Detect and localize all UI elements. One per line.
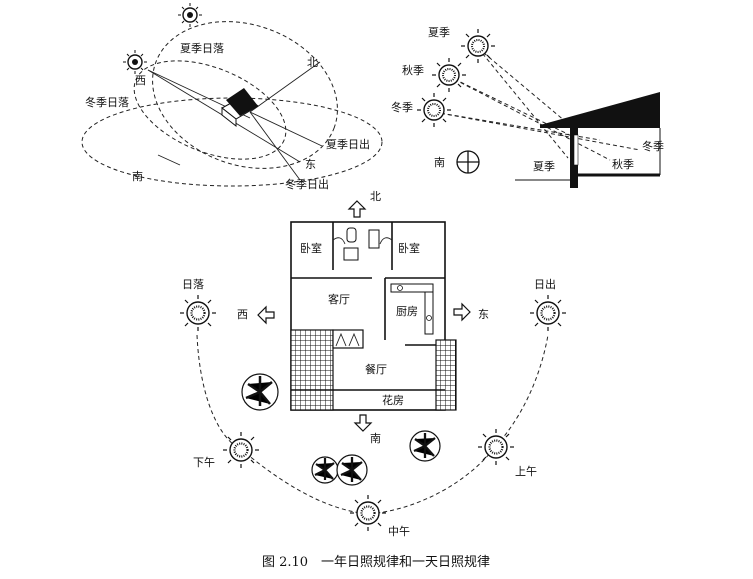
winter-sunrise-line xyxy=(249,111,301,181)
south-arrow-icon xyxy=(353,414,373,432)
winter-orbit xyxy=(133,60,287,160)
sink-icon xyxy=(426,315,432,321)
summer-ray-2 xyxy=(477,47,569,159)
morning-label: 上午 xyxy=(515,465,537,478)
tree-icon xyxy=(409,430,441,462)
summer-ray xyxy=(477,47,579,133)
fireplace-mark xyxy=(335,332,360,347)
noon-label: 中午 xyxy=(388,525,410,538)
grid-patio-right xyxy=(435,339,457,411)
sun-path-arc xyxy=(196,334,549,515)
summer-bottom-label: 夏季 xyxy=(533,160,555,173)
north-axis xyxy=(249,61,321,113)
south-label: 南 xyxy=(132,170,143,183)
kitchen-counter xyxy=(424,291,434,335)
winter-sunset-label: 冬季日落 xyxy=(85,95,129,109)
east-arrow-icon xyxy=(453,302,471,322)
house-icon xyxy=(221,88,259,128)
autumn-label: 秋季 xyxy=(402,63,424,77)
west-label: 西 xyxy=(135,74,146,87)
sunrise-label: 日出 xyxy=(534,277,556,291)
south-leader xyxy=(157,154,181,166)
tree-icon xyxy=(336,454,368,486)
toilet-icon xyxy=(346,227,357,243)
east-label: 东 xyxy=(305,158,316,171)
stove-icon xyxy=(397,285,403,291)
south-label: 南 xyxy=(434,156,445,169)
summer-label: 夏季 xyxy=(428,26,450,39)
sunset-label: 日落 xyxy=(182,278,204,291)
kitchen-counter xyxy=(390,283,434,293)
north-arrow-icon xyxy=(347,200,367,218)
tree-icon xyxy=(241,373,279,411)
north-label: 北 xyxy=(307,56,318,69)
winter-label: 冬季 xyxy=(391,100,413,114)
south-dir-label: 南 xyxy=(370,432,381,445)
room-label: 客厅 xyxy=(328,292,350,306)
summer-orbit xyxy=(152,21,338,169)
compass-icon xyxy=(456,150,480,174)
room-label: 卧室 xyxy=(300,241,322,255)
window-section xyxy=(573,134,579,166)
roof-section xyxy=(540,92,660,128)
day-panel: 北 南 西 东 xyxy=(180,190,566,538)
winter-sunrise-label: 冬季日出 xyxy=(285,177,329,191)
sun-icon xyxy=(350,495,386,531)
year-orbit-panel: 夏季日落 北 西 冬季日落 夏季日出 东 南 冬季日出 xyxy=(81,3,383,191)
sun-icon xyxy=(178,3,202,27)
room-label: 卧室 xyxy=(398,241,420,255)
season-angle-panel: 夏季 秋季 冬季 南 冬季 夏季 秋季 xyxy=(391,26,664,188)
sun-icon xyxy=(223,432,259,468)
afternoon-label: 下午 xyxy=(193,456,215,469)
sun-icon xyxy=(478,429,514,465)
summer-sunrise-line xyxy=(249,111,323,147)
winter-right-label: 冬季 xyxy=(642,139,664,153)
outer-wall xyxy=(290,221,446,411)
sun-icon xyxy=(180,295,216,331)
sun-icon xyxy=(417,93,451,127)
sun-icon xyxy=(432,58,466,92)
summer-sunrise-label: 夏季日出 xyxy=(326,137,370,151)
sink-icon xyxy=(343,247,359,261)
figure-caption: 图 2.10 一年日照规律和一天日照规律 xyxy=(262,555,490,570)
sun-icon xyxy=(123,50,147,74)
west-dir-label: 西 xyxy=(237,308,248,321)
tree-icon xyxy=(311,456,339,484)
room-label: 花房 xyxy=(382,394,404,407)
sun-icon xyxy=(461,29,495,63)
autumn-ray xyxy=(447,75,611,161)
sun-icon xyxy=(530,295,566,331)
autumn-ray-2 xyxy=(447,75,581,141)
grid-patio-left xyxy=(290,329,334,411)
room-label: 餐厅 xyxy=(365,362,387,376)
west-arrow-icon xyxy=(257,305,275,325)
floor-plan: 卧室 卧室 客厅 厨房 餐厅 花房 xyxy=(290,221,457,411)
shower-icon xyxy=(368,229,380,249)
north-dir-label: 北 xyxy=(370,190,381,203)
east-dir-label: 东 xyxy=(478,308,489,321)
door-swing xyxy=(332,237,393,245)
autumn-bottom-label: 秋季 xyxy=(612,157,634,171)
summer-sunset-label: 夏季日落 xyxy=(180,42,224,55)
room-label: 厨房 xyxy=(396,305,418,318)
